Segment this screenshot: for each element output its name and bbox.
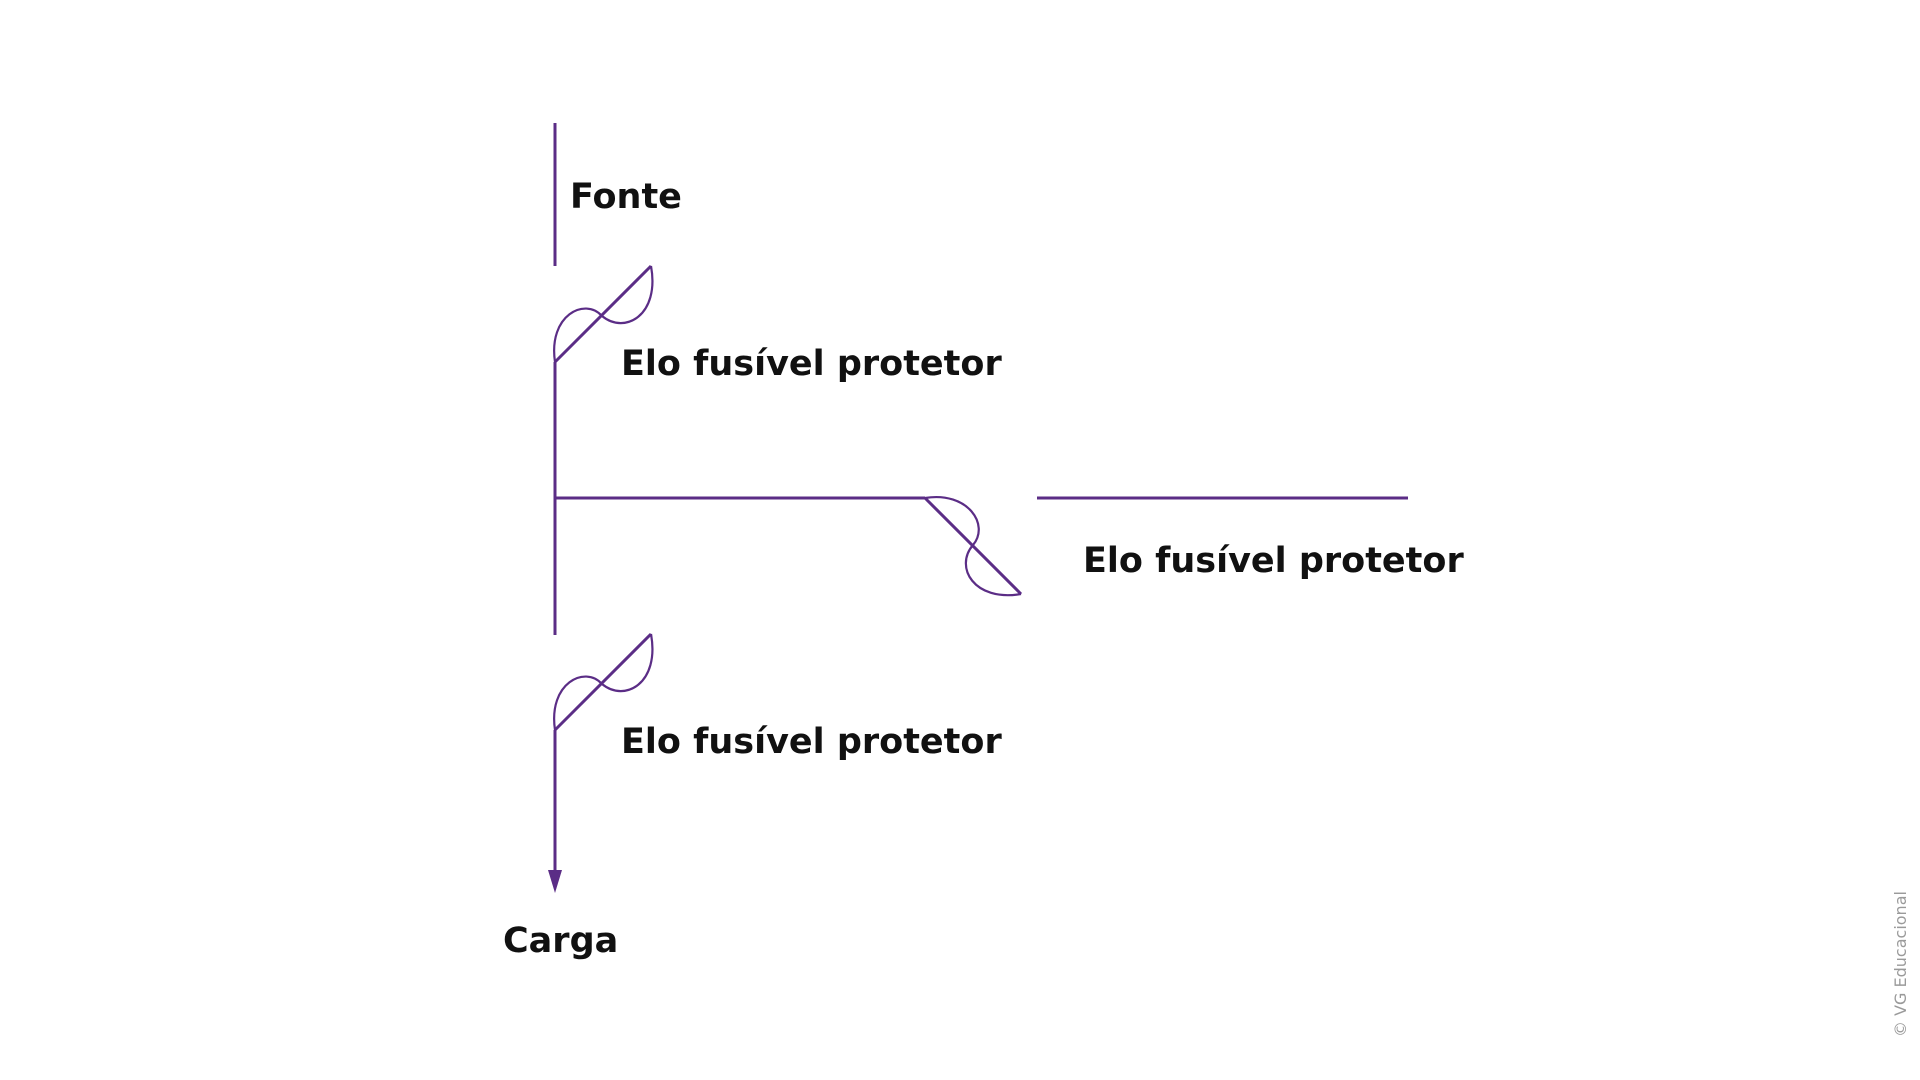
load-label: Carga bbox=[503, 921, 618, 961]
source-label: Fonte bbox=[570, 177, 682, 217]
fuse-label-bottom: Elo fusível protetor bbox=[621, 722, 1002, 762]
fuse-symbol-bottom bbox=[553, 632, 654, 732]
fuse-label-top: Elo fusível protetor bbox=[621, 344, 1002, 384]
credit-text: © VG Educacional bbox=[1891, 891, 1910, 1037]
fuse-symbol-branch bbox=[923, 495, 1023, 597]
fuse-label-branch: Elo fusível protetor bbox=[1083, 541, 1464, 581]
arrow-down-icon bbox=[548, 870, 562, 893]
fuse-symbol-top bbox=[553, 264, 654, 364]
